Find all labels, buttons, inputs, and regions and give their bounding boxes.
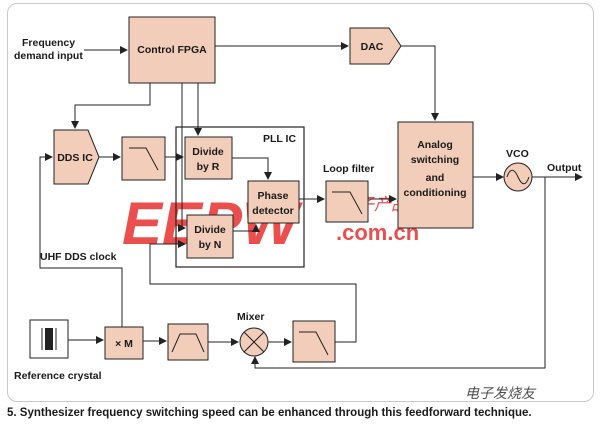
divide-r-label-1: Divide: [192, 146, 224, 158]
output-feedback-line: [251, 177, 546, 369]
analog-label-2: switching: [411, 154, 459, 166]
crystal-icon: [45, 328, 53, 350]
divide-r-to-phase-arrow: [232, 157, 272, 180]
analog-switching-block: [397, 121, 474, 229]
bandpass-filter-block: [167, 323, 209, 361]
dac-to-analog-arrow: [401, 45, 439, 121]
loop-filter-icon: [332, 191, 363, 215]
dac-label: DAC: [361, 41, 384, 53]
fpga-to-divide-n-arrow: [178, 83, 186, 232]
figure-caption: 5. Synthesizer frequency switching speed…: [7, 407, 532, 419]
dds-ic-label: DDS IC: [57, 152, 93, 164]
pll-ic-label: PLL IC: [263, 133, 296, 145]
dds-lowpass-filter-icon: [129, 147, 159, 171]
fpga-to-dds-arrow: [71, 83, 151, 129]
mixer-lowpass-filter-block: [292, 320, 336, 363]
loop-filter-block: [325, 180, 369, 223]
divide-n-label-2: by N: [199, 239, 222, 251]
pll-ic-container: [175, 126, 305, 268]
control-fpga-label: Control FPGA: [137, 44, 207, 56]
mixer-to-divide-n-feedback: [149, 240, 357, 343]
corner-watermark: 电子发烧友: [465, 386, 537, 402]
phase-detector-label-1: Phase: [258, 190, 289, 202]
analog-label-3: and: [426, 172, 445, 184]
phase-detector-block: [247, 180, 300, 224]
reference-crystal-label: Reference crystal: [14, 370, 102, 382]
analog-label-1: Analog: [417, 139, 453, 151]
loop-filter-label: Loop filter: [323, 163, 374, 175]
divide-n-label-1: Divide: [194, 224, 226, 236]
mixer-label: Mixer: [237, 311, 264, 323]
dds-lowpass-filter-block: [121, 136, 166, 181]
mixer-lowpass-filter-icon: [299, 331, 329, 356]
multiplier-block: [104, 326, 144, 360]
output-label: Output: [547, 162, 582, 174]
frequency-input-label-2: demand input: [14, 50, 83, 62]
dac-block: [349, 27, 402, 65]
dds-ic-block: [53, 129, 100, 185]
phase-detector-label-2: detector: [252, 205, 293, 217]
uhf-dds-clock-label: UHF DDS clock: [40, 251, 117, 263]
vco-label: VCO: [506, 148, 529, 160]
frequency-input-label-1: Frequency: [22, 37, 75, 49]
divide-r-label-2: by R: [197, 161, 220, 173]
bandpass-filter-icon: [171, 333, 205, 353]
control-fpga-block: [128, 16, 216, 84]
uhf-dds-clock-arrow: [39, 153, 123, 327]
analog-label-4: conditioning: [404, 187, 467, 199]
divide-n-to-phase-arrow: [233, 224, 260, 232]
divide-n-block: [186, 214, 234, 259]
vco-sine-icon: [506, 169, 530, 185]
multiplier-label: × M: [115, 338, 133, 350]
